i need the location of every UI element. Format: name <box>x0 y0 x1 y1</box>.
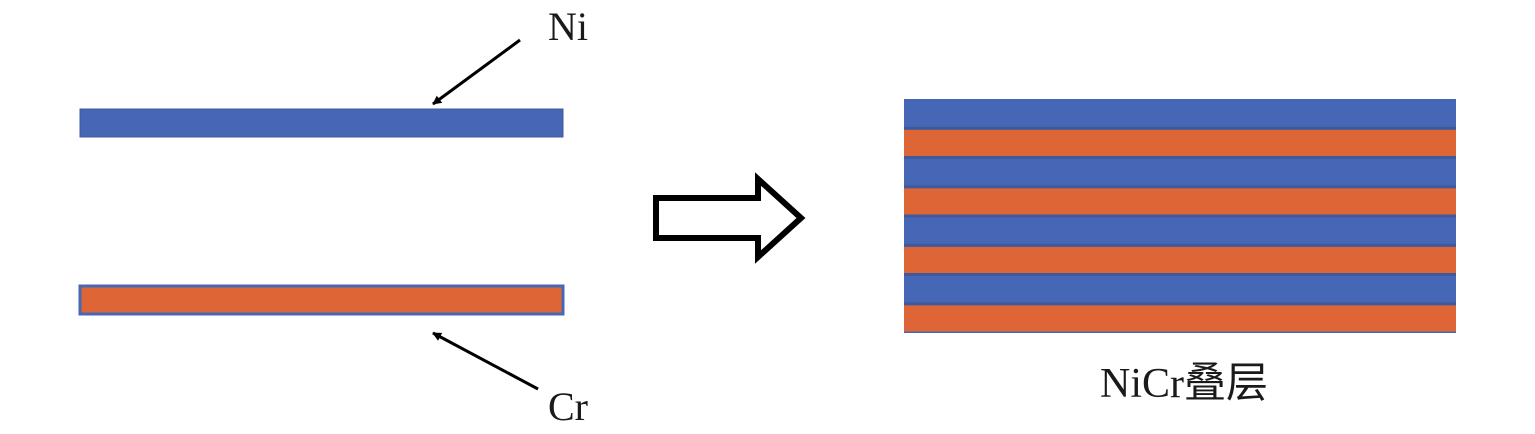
stack-layer-cr <box>904 246 1456 273</box>
ni-layer <box>79 108 564 138</box>
stack-layer-ni <box>904 100 1456 127</box>
stack-caption: NiCr叠层 <box>1100 361 1268 407</box>
ni-pointer-arrow <box>432 38 521 106</box>
stack-layer-cr <box>904 305 1456 332</box>
cr-pointer-arrow <box>432 331 539 391</box>
stack-layer-cr <box>904 129 1456 156</box>
ni-label: Ni <box>548 4 588 49</box>
stack-layer-ni <box>904 217 1456 244</box>
cr-layer <box>78 284 565 316</box>
stack-layer-ni <box>904 276 1456 303</box>
cr-label: Cr <box>548 384 588 429</box>
stack-layer-cr <box>904 188 1456 215</box>
process-arrow-icon <box>653 172 806 264</box>
stack-layer-ni <box>904 159 1456 186</box>
nicr-stack <box>904 99 1456 333</box>
